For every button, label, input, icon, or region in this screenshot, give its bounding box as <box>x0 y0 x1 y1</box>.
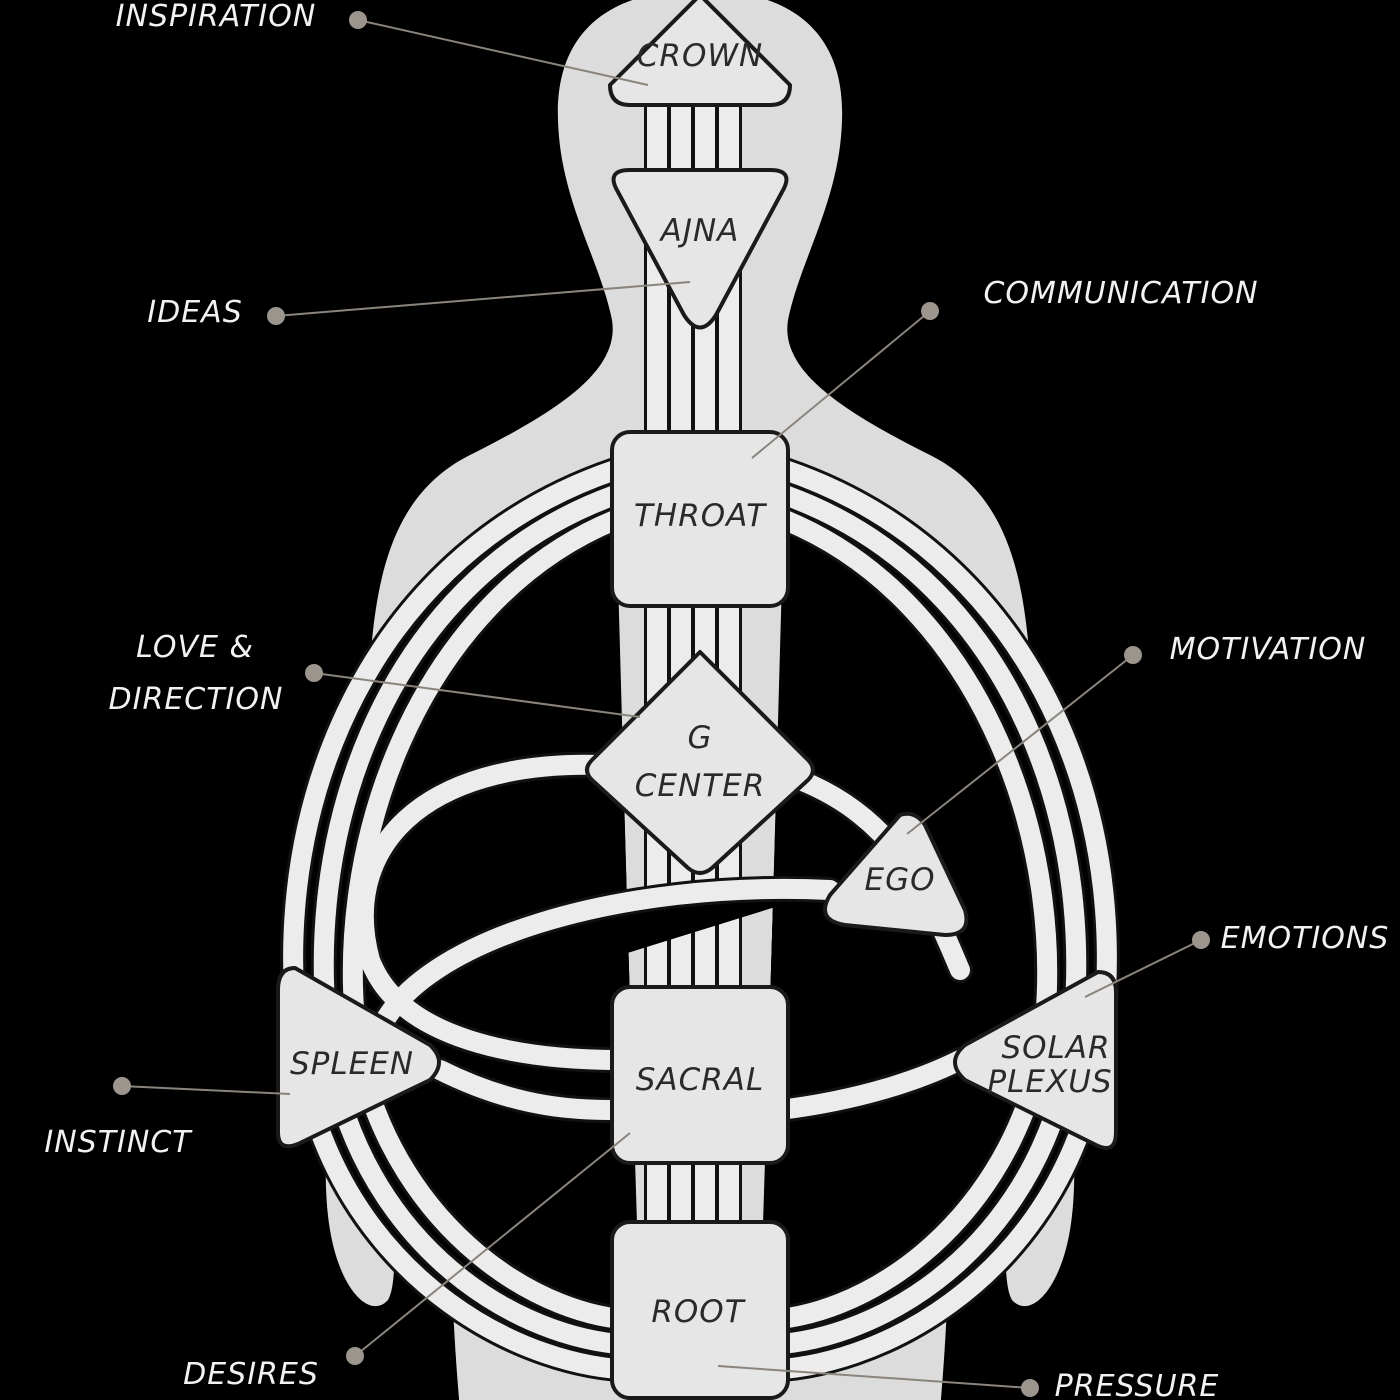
label-motivation: MOTIVATION <box>1170 632 1367 667</box>
g-center[interactable]: G CENTER <box>585 650 815 875</box>
ego-label: EGO <box>864 862 935 898</box>
throat-center[interactable]: THROAT <box>610 430 790 608</box>
leader-lines <box>121 19 1202 1389</box>
label-ideas: IDEAS <box>147 295 242 330</box>
crown-label: CROWN <box>637 38 763 74</box>
label-emotions: EMOTIONS <box>1221 921 1390 956</box>
g-center-label-2: CENTER <box>635 768 765 804</box>
spleen-center[interactable]: SPLEEN <box>276 966 441 1149</box>
label-instinct: INSTINCT <box>44 1125 193 1160</box>
ego-center[interactable]: EGO <box>823 811 969 937</box>
ajna-label: AJNA <box>659 213 740 249</box>
g-center-label-1: G <box>687 720 712 756</box>
ajna-center[interactable]: AJNA <box>611 168 789 330</box>
label-pressure: PRESSURE <box>1055 1369 1220 1400</box>
root-center[interactable]: ROOT <box>610 1220 790 1400</box>
leader-dots <box>113 11 1210 1397</box>
solar-plexus-label-1: SOLAR <box>1001 1030 1110 1066</box>
spleen-label: SPLEEN <box>290 1046 414 1082</box>
label-communication: COMMUNICATION <box>983 276 1258 311</box>
crown-center[interactable]: CROWN <box>608 0 792 107</box>
solar-plexus-label-2: PLEXUS <box>987 1064 1112 1100</box>
label-desires: DESIRES <box>183 1357 319 1392</box>
sacral-center[interactable]: SACRAL <box>610 985 790 1165</box>
label-inspiration: INSPIRATION <box>116 0 317 34</box>
label-love-line1: LOVE & <box>136 630 254 665</box>
solar-plexus-center[interactable]: SOLAR PLEXUS <box>953 970 1118 1150</box>
throat-label: THROAT <box>634 498 767 534</box>
root-label: ROOT <box>651 1294 745 1330</box>
label-love-line2: DIRECTION <box>109 682 284 717</box>
sacral-label: SACRAL <box>636 1062 765 1098</box>
